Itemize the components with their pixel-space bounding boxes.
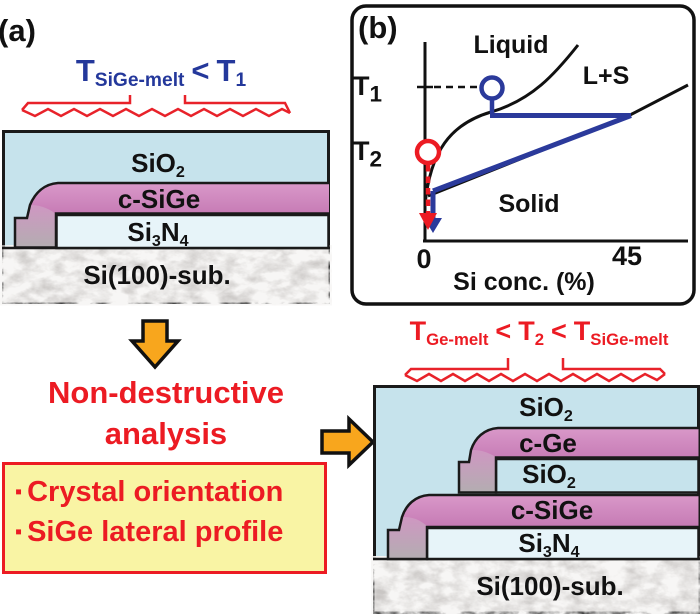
panel-a-temperature-formula: TSiGe-melt<T1 [75, 53, 247, 92]
stack-a-si3n4-layer [55, 213, 330, 250]
stack-b-si3n4-layer [425, 526, 700, 561]
layer-label-si3n4-b: Si3N4 [518, 528, 580, 561]
region-label-ls: L+S [582, 62, 630, 90]
down-arrow-icon [128, 319, 182, 370]
layer-label-cge-b: c-Ge [519, 428, 577, 458]
x-tick-0: 0 [416, 244, 432, 274]
t-sige-melt: T [75, 53, 95, 88]
process-title-line1: Non-destructive [48, 375, 284, 410]
region-label-solid: Solid [498, 190, 560, 218]
analysis-items-box: ▪Crystal orientation ▪SiGe lateral profi… [2, 462, 327, 574]
process-title: Non-destructive analysis [48, 372, 284, 454]
layer-label-sio2-top-b: SiO2 [519, 392, 573, 425]
red-arrowhead-icon [419, 213, 437, 230]
stack-a-drawing [2, 130, 330, 304]
layer-label-substrate-b: Si(100)-sub. [476, 571, 624, 601]
bullet-icon: ▪ [15, 481, 23, 503]
result-temperature-formula: TGe-melt<T2<TSiGe-melt [409, 316, 669, 349]
laser-scan-bracket-icon [21, 95, 292, 118]
stack-a-seed-region [15, 205, 56, 248]
layer-label-sio2-a: SiO2 [131, 148, 185, 181]
phase-diagram [350, 4, 696, 306]
stack-b-drawing [373, 385, 700, 614]
stack-b-cge-layer [459, 428, 699, 493]
analysis-item-sige-lateral-profile: ▪SiGe lateral profile [15, 516, 284, 548]
panel-b-label: (b) [358, 10, 398, 45]
right-arrow-icon [320, 414, 376, 470]
analysis-item-crystal-orientation: ▪Crystal orientation [15, 476, 284, 508]
stack-b-cge-seed [459, 450, 496, 493]
x-axis-title: Si conc. (%) [453, 268, 595, 296]
process-title-line2: analysis [104, 416, 228, 451]
cooling-path-t1 [430, 75, 632, 220]
layer-label-sio2-mid-b: SiO2 [522, 459, 576, 492]
t-sige-melt-2: T [573, 316, 591, 346]
layer-label-substrate-a: Si(100)-sub. [83, 260, 231, 290]
t1-axis-label: T1 [352, 71, 382, 107]
t-ge-melt: T [409, 316, 427, 346]
t1-marker-circle [479, 75, 505, 101]
layer-label-si3n4-a: Si3N4 [127, 217, 189, 250]
stack-b-csige-seed [388, 517, 427, 559]
t2: T [518, 316, 535, 346]
panel-a-label: (a) [0, 13, 36, 48]
bullet-icon: ▪ [15, 521, 23, 543]
t1: T [216, 53, 236, 88]
cooling-path-t2 [414, 138, 442, 213]
stack-a-csige-layer [15, 183, 329, 248]
t2-marker-circle [414, 138, 442, 166]
laser-scan-bracket-icon [404, 358, 666, 383]
region-label-liquid: Liquid [473, 31, 549, 59]
t2-axis-label: T2 [352, 136, 382, 172]
x-tick-45: 45 [611, 241, 643, 271]
layer-label-csige-b: c-SiGe [510, 495, 594, 525]
layer-label-csige-a: c-SiGe [117, 184, 201, 214]
